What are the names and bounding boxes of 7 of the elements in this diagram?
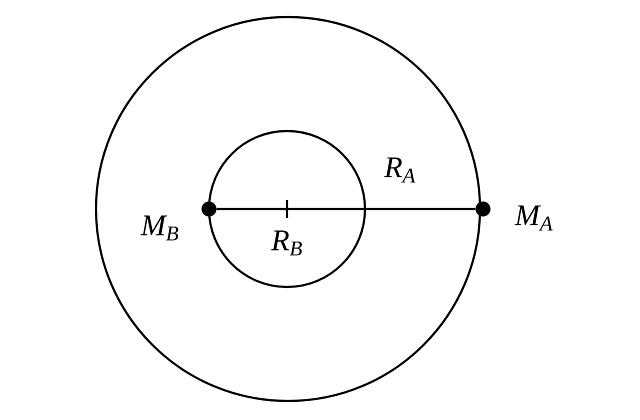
diameter-line [216,208,476,210]
radius-label: R$_{B}$ [271,230,302,256]
point-label: M$_{B}$ [140,216,178,240]
point-dot [476,202,490,216]
point-dot [202,202,216,216]
radius-label: R$_{A}$ [384,158,416,182]
point-label: M$_{A}$ [514,206,553,230]
